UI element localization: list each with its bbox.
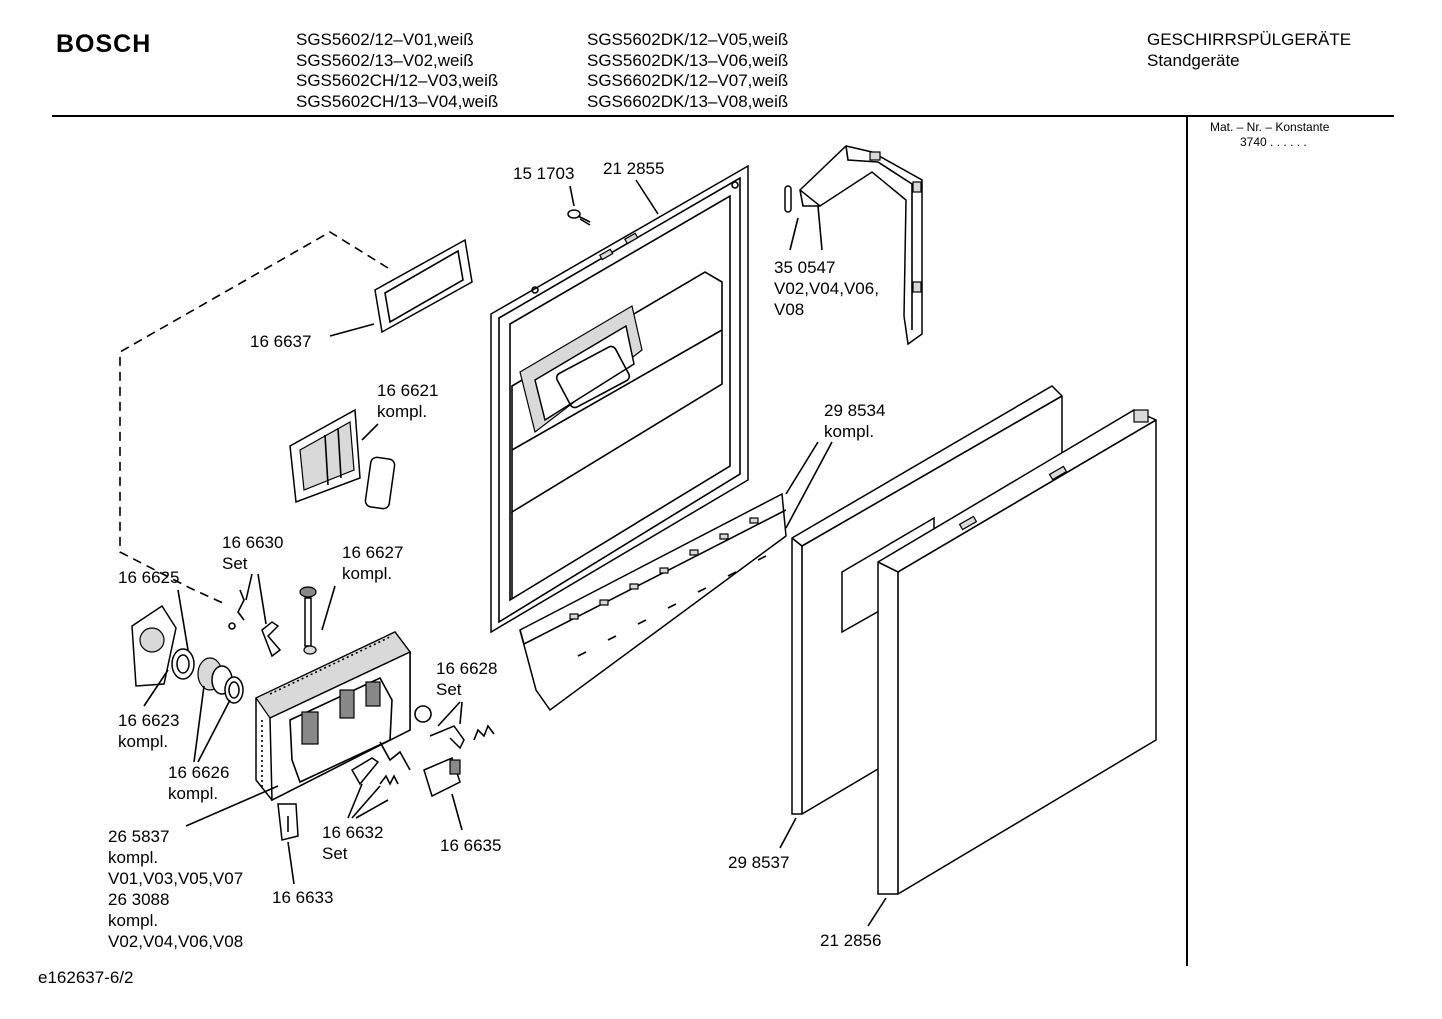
label-166621: 16 6621 kompl.: [377, 381, 439, 421]
label-166633: 16 6633: [272, 888, 334, 907]
mat-number-value: 3740 . . . . . .: [1240, 135, 1307, 149]
leader-lines: [143, 179, 887, 927]
label-166628: 16 6628 Set: [436, 659, 498, 699]
dispenser-housing: [255, 631, 411, 802]
label-298537: 29 8537: [728, 853, 790, 872]
model-item: SGS6602DK/13–V08,weiß: [587, 91, 789, 111]
valve-rod: [299, 586, 317, 655]
spring-set: [228, 589, 282, 658]
label-151703: 15 1703: [513, 164, 575, 183]
label-350547: 35 0547 V02,V04,V06, V08: [774, 258, 879, 319]
model-item: SGS5602CH/12–V03,weiß: [296, 71, 499, 90]
hinge-bracket: [784, 145, 923, 346]
screw-part: [567, 209, 591, 226]
dispenser-cover: [289, 408, 396, 510]
category-subtitle: Standgeräte: [1147, 50, 1240, 70]
label-166625: 16 6625: [118, 568, 180, 587]
dashed-assembly-line: [119, 231, 389, 605]
model-item: SGS5602/13–V02,weiß: [296, 50, 474, 70]
label-166623: 16 6623 kompl.: [118, 711, 180, 751]
label-166635: 16 6635: [440, 836, 502, 855]
category-title: GESCHIRRSPÜLGERÄTE: [1147, 30, 1352, 49]
microswitch: [423, 756, 461, 798]
model-item: SGS5602CH/13–V04,weiß: [296, 91, 499, 111]
label-166626: 16 6626 kompl.: [168, 763, 230, 803]
drawing-id: e162637-6/2: [38, 968, 134, 987]
selector-knob: [197, 657, 244, 704]
label-212856: 21 2856: [820, 931, 882, 950]
latch-set: [414, 705, 495, 750]
front-door-panel: [877, 409, 1157, 895]
model-list-left: SGS5602/12–V01,weiß SGS5602/13–V02,weiß …: [296, 30, 498, 112]
label-265837: 26 5837 kompl. V01,V03,V05,V07 26 3088 k…: [108, 827, 244, 951]
inner-door-panel: [490, 164, 749, 634]
mat-number-label: Mat. – Nr. – Konstante: [1210, 120, 1330, 134]
catch-set: [350, 741, 411, 786]
label-298534: 29 8534 kompl.: [824, 401, 886, 441]
model-item: SGS5602DK/13–V06,weiß: [587, 50, 789, 70]
model-item: SGS5602/12–V01,weiß: [296, 30, 474, 49]
label-166637: 16 6637: [250, 332, 312, 351]
label-166630: 16 6630 Set: [222, 533, 284, 573]
label-166632: 16 6632 Set: [322, 823, 384, 863]
knob-cover: [131, 604, 195, 687]
model-item: SGS5602DK/12–V05,weiß: [587, 30, 789, 49]
brand-logo: BOSCH: [56, 30, 152, 58]
label-166627: 16 6627 kompl.: [342, 543, 404, 583]
category-block: GESCHIRRSPÜLGERÄTE Standgeräte: [1147, 30, 1351, 71]
model-list-right: SGS5602DK/12–V05,weiß SGS5602DK/13–V06,w…: [587, 30, 788, 112]
window-frame: [374, 238, 473, 334]
model-item: SGS6602DK/12–V07,weiß: [587, 71, 789, 90]
label-212855: 21 2855: [603, 159, 665, 178]
trim-strip: [519, 492, 787, 712]
clip-part: [277, 803, 299, 841]
